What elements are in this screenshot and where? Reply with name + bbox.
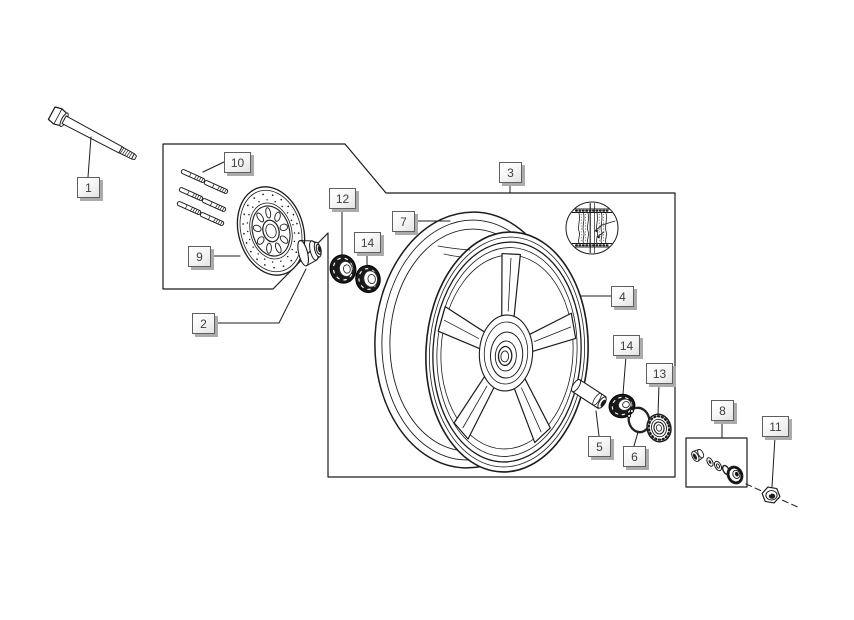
callout-11-label: 11 [769, 419, 782, 434]
axle-nut-drawing [745, 483, 801, 509]
callout-8-label: 8 [719, 403, 726, 418]
tread-pattern-detail [565, 201, 619, 255]
wheel-spokes-hub-drawing [433, 250, 580, 444]
callout-5[interactable]: 5 [588, 436, 611, 457]
hub-spacer-drawing [297, 240, 322, 267]
callout-11[interactable]: 11 [762, 416, 789, 437]
kit-box-8 [685, 437, 748, 488]
callout-14-left-label: 14 [360, 235, 375, 250]
callout-3-label: 3 [507, 165, 514, 180]
callout-1[interactable]: 1 [77, 177, 100, 198]
callout-8[interactable]: 8 [711, 400, 734, 421]
callout-13-label: 13 [652, 366, 667, 381]
callout-7-label: 7 [400, 214, 407, 229]
callout-14-right[interactable]: 14 [613, 335, 640, 356]
callout-10-label: 10 [230, 155, 245, 170]
callout-9-label: 9 [196, 249, 203, 264]
spacer-tube-drawing [570, 379, 607, 409]
bearing-14-right-drawing [608, 393, 636, 419]
callout-5-label: 5 [596, 439, 603, 454]
bearing-12-drawing [329, 254, 357, 284]
assembly-outline [162, 143, 676, 478]
callout-2-label: 2 [200, 316, 207, 331]
callout-14-right-label: 14 [619, 338, 634, 353]
callout-4[interactable]: 4 [611, 286, 634, 307]
callout-9[interactable]: 9 [188, 246, 211, 267]
callout-1-label: 1 [85, 180, 92, 195]
callout-12[interactable]: 12 [329, 188, 356, 209]
callout-14-left[interactable]: 14 [354, 232, 381, 253]
callout-7[interactable]: 7 [392, 211, 415, 232]
callout-10[interactable]: 10 [224, 152, 251, 173]
bearing-14-left-drawing [355, 264, 381, 294]
seal-ring-drawing [646, 413, 672, 443]
callout-leader-lines [87, 136, 776, 488]
callout-12-label: 12 [335, 191, 350, 206]
callout-13[interactable]: 13 [646, 363, 673, 384]
callout-3[interactable]: 3 [499, 162, 522, 183]
circlip-drawing [627, 406, 651, 434]
tyre-sidewall-marks [437, 245, 471, 258]
callout-4-label: 4 [619, 289, 626, 304]
callout-6[interactable]: 6 [623, 446, 646, 467]
callout-6-label: 6 [631, 449, 638, 464]
callout-2[interactable]: 2 [192, 313, 215, 334]
brake-disc-drawing [227, 179, 314, 283]
disc-bolts-drawing [176, 169, 229, 226]
front-axle-drawing [47, 106, 137, 160]
